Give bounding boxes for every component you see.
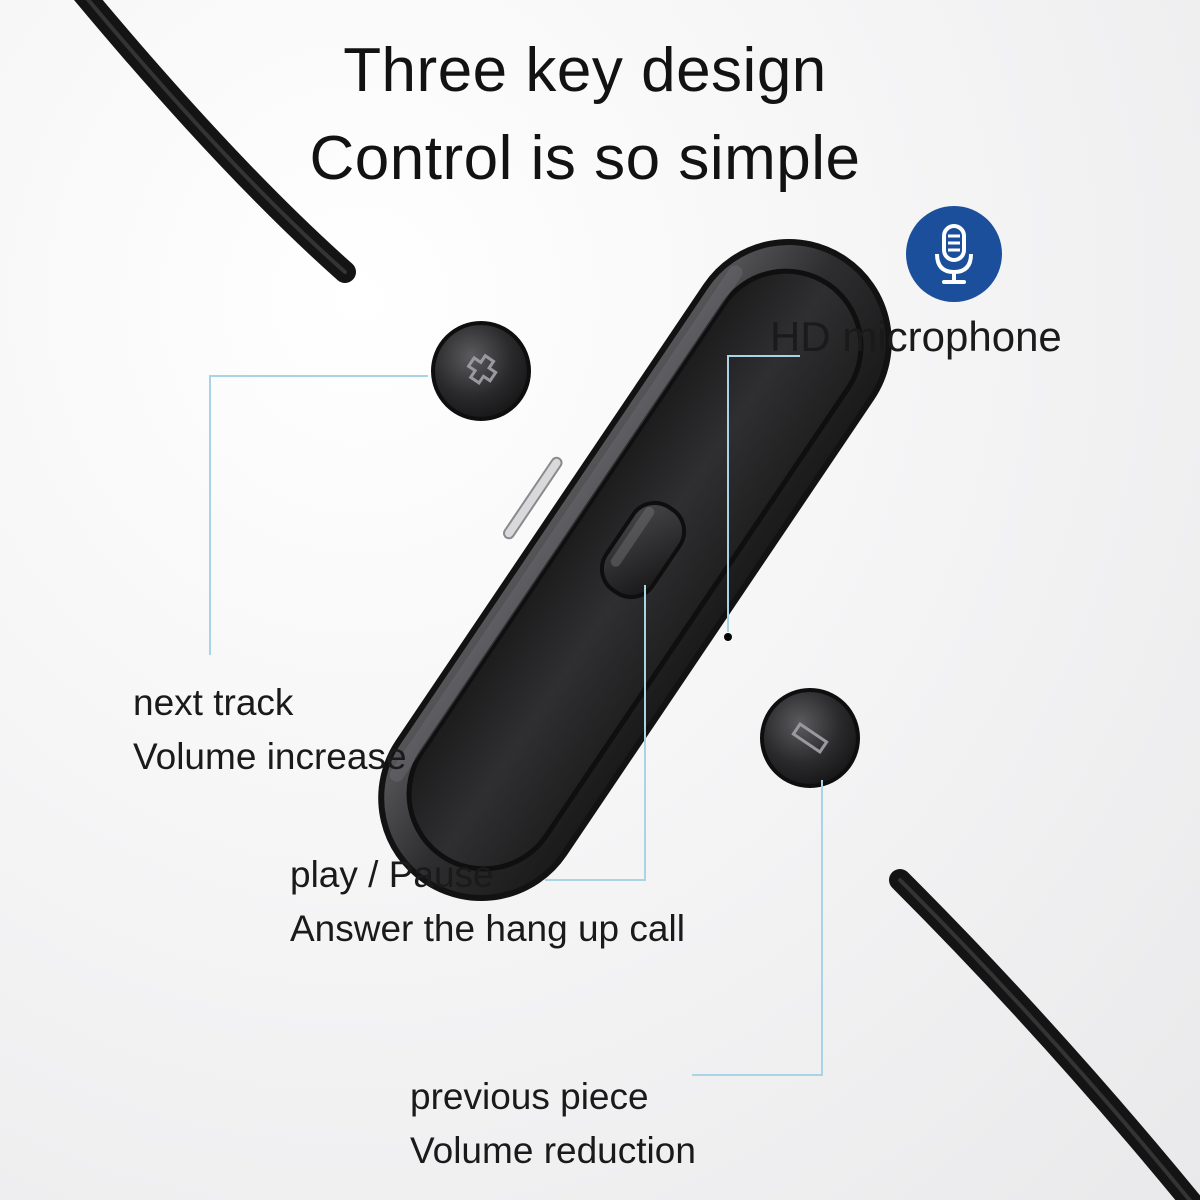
next-track-label: next track bbox=[133, 682, 294, 723]
callout-lines bbox=[209, 355, 823, 1076]
feature-play-pause: play / Pause Answer the hang up call bbox=[290, 848, 685, 955]
play-pause-button[interactable] bbox=[592, 493, 694, 607]
minus-icon bbox=[791, 721, 829, 755]
callout-next-track bbox=[209, 375, 428, 655]
previous-piece-button[interactable] bbox=[760, 688, 860, 788]
plus-icon bbox=[466, 353, 498, 385]
headline-line-1: Three key design bbox=[343, 36, 827, 105]
callout-play-pause bbox=[545, 585, 646, 881]
previous-piece-label: previous piece bbox=[410, 1076, 649, 1117]
volume-reduction-label: Volume reduction bbox=[410, 1129, 696, 1171]
volume-increase-label: Volume increase bbox=[133, 735, 407, 777]
microphone-label: HD microphone bbox=[770, 313, 1062, 360]
feature-previous-piece: previous piece Volume reduction bbox=[410, 1070, 696, 1177]
feature-microphone-label: HD microphone bbox=[770, 307, 1062, 368]
callout-microphone bbox=[727, 355, 800, 632]
microphone-badge bbox=[906, 206, 1002, 302]
microphone-icon bbox=[935, 224, 973, 284]
charging-port bbox=[503, 456, 563, 540]
callout-previous bbox=[692, 780, 823, 1076]
microphone-hole bbox=[724, 633, 732, 641]
play-pause-label: play / Pause bbox=[290, 854, 494, 895]
next-track-button[interactable] bbox=[431, 321, 531, 421]
feature-next-track: next track Volume increase bbox=[133, 676, 407, 783]
headline-line-2: Control is so simple bbox=[309, 124, 861, 193]
answer-call-label: Answer the hang up call bbox=[290, 907, 685, 949]
